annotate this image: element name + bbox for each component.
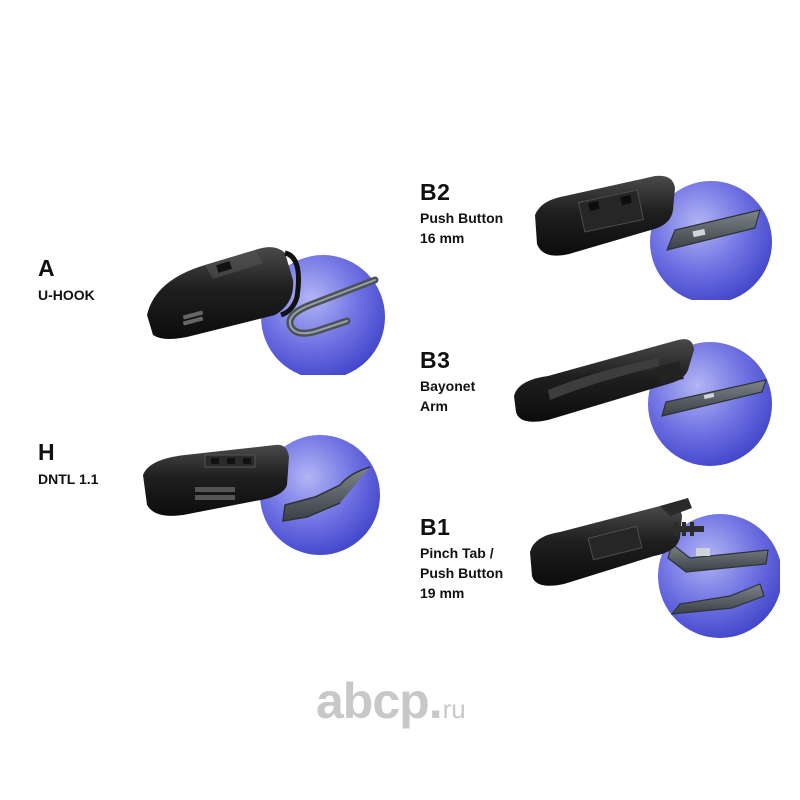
push-button-16-zoom-circle	[650, 181, 772, 300]
adapter-b1-code: B1	[420, 514, 451, 540]
abcp-logo-dot: .	[428, 673, 443, 729]
adapter-b2-desc: Push Button 16 mm	[420, 210, 504, 246]
pinch-tab-arm-lower	[670, 583, 765, 615]
pinch-tab-arm-upper	[667, 542, 769, 573]
adapter-b3-desc: Bayonet Arm	[420, 378, 476, 414]
u-hook-adapter-illustration	[147, 247, 385, 375]
adapter-b3-code: B3	[420, 347, 451, 373]
dntl-adapter-illustration	[143, 435, 380, 555]
adapter-h-desc: DNTL 1.1	[38, 471, 99, 487]
push-button-16-illustration	[535, 175, 772, 300]
bayonet-arm-bar	[661, 379, 767, 417]
push-button-16-arm	[666, 209, 761, 251]
abcp-logo-main: abcp	[316, 673, 430, 729]
adapter-h-code: H	[38, 439, 56, 465]
pinch-tab-illustration	[530, 498, 780, 638]
adapter-a-code: A	[38, 255, 56, 281]
bayonet-arm-illustration	[514, 339, 772, 466]
adapter-b2-code: B2	[420, 179, 451, 205]
abcp-logo: abcp.ru	[316, 672, 466, 730]
abcp-logo-tld: ru	[442, 694, 466, 724]
adapter-b1-desc: Pinch Tab / Push Button 19 mm	[420, 545, 504, 601]
dntl-arm	[282, 466, 371, 522]
adapter-a-desc: U-HOOK	[38, 287, 95, 303]
